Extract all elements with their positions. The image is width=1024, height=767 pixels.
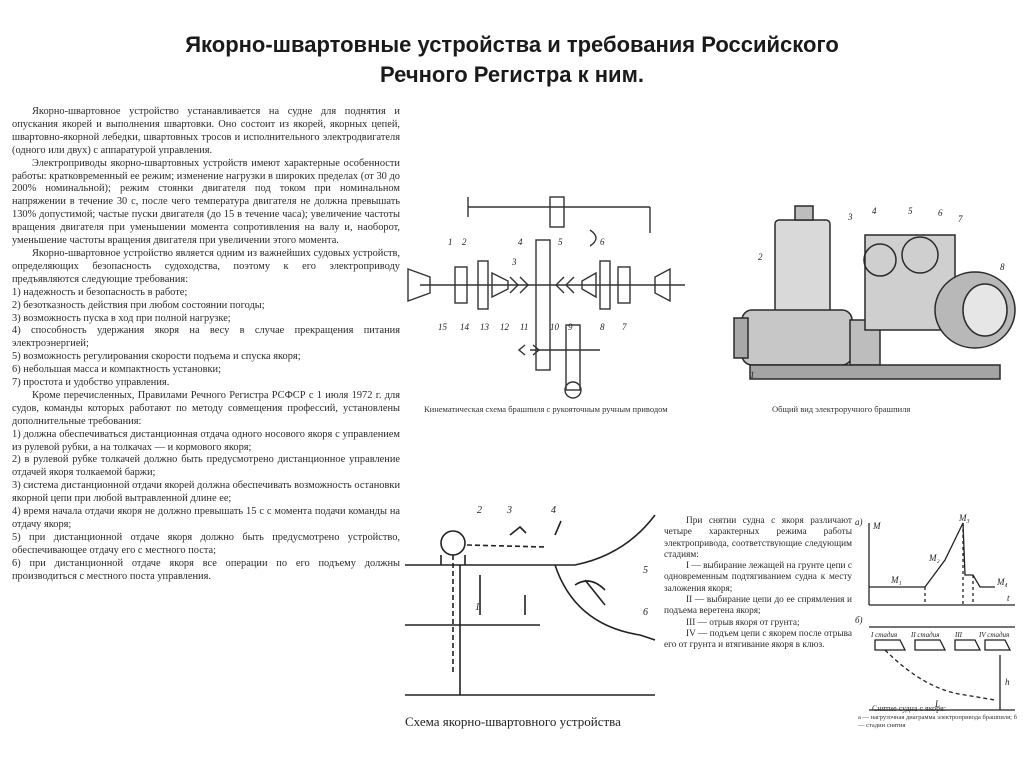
requirement-item: 6) небольшая масса и компактность устано…: [12, 364, 221, 376]
requirement-item: 4) время начала отдачи якоря не должно п…: [12, 506, 400, 530]
kinematic-scheme-caption: Кинематическая схема брашпиля с рукояточ…: [424, 404, 668, 414]
svg-text:1: 1: [750, 370, 755, 380]
axis-h-label: h: [1005, 677, 1010, 687]
title-line-1: Якорно-швартовные устройства и требовани…: [185, 32, 839, 57]
requirement-item: 5) при дистанционной отдаче якоря должно…: [12, 531, 400, 556]
svg-text:4: 4: [518, 237, 523, 247]
axis-m-label: M: [872, 521, 881, 531]
svg-text:11: 11: [520, 322, 528, 332]
svg-text:9: 9: [568, 322, 573, 332]
requirement-item: 1) надежность и безопасность в работе;: [12, 286, 188, 298]
paragraph: Электроприводы якорно-швартовных устройс…: [12, 157, 400, 247]
kinematic-scheme-figure: 15 14 13 12 11 10 9 8 7 6 5 4 3 21: [407, 196, 685, 399]
requirement-item: 4) способность удержания якоря на весу в…: [12, 325, 400, 350]
svg-text:10: 10: [550, 322, 560, 332]
anchor-device-scheme-figure: 2 3 4 5 6 1: [405, 505, 656, 696]
requirement-item: 6) при дистанционной отдаче якоря все оп…: [12, 557, 400, 582]
svg-text:3: 3: [506, 505, 512, 516]
svg-text:7: 7: [958, 214, 963, 224]
requirement-item: 3) возможность пуска в ход при полной на…: [12, 312, 231, 324]
svg-text:3: 3: [847, 212, 853, 222]
windlass-general-view-figure: 2 3 4 5 6 7 8 1: [733, 205, 1016, 380]
svg-text:5: 5: [643, 565, 648, 576]
paragraph: Якорно-швартовное устройство является од…: [12, 247, 400, 285]
svg-text:4: 4: [872, 206, 877, 216]
stage-label: II стадия: [910, 631, 939, 639]
paragraph: Якорно-швартовное устройство устанавлива…: [12, 106, 400, 156]
svg-text:13: 13: [480, 322, 490, 332]
requirement-item: 1) должна обеспечиваться дистанционная о…: [12, 428, 400, 453]
stages-intro: При снятии судна с якоря различают четыр…: [664, 516, 852, 560]
stage-item: II — выбирание цепи до ее спрямления и п…: [664, 595, 852, 617]
svg-text:2: 2: [462, 237, 467, 247]
svg-text:6: 6: [600, 237, 605, 247]
stage-item: I — выбирание лежащей на грунте цепи с о…: [664, 561, 852, 594]
title-line-2: Речного Регистра к ним.: [380, 62, 644, 87]
axis-t-label: t: [1007, 593, 1010, 603]
load-diagram-figure: а) M t M₁ M₂ M₃ M₄ б) I стадия II стадия…: [855, 513, 1015, 711]
svg-text:14: 14: [460, 322, 470, 332]
requirement-item: 2) в рулевой рубке толкачей должно быть …: [12, 454, 400, 479]
stage-label: IV стадия: [978, 631, 1009, 639]
svg-text:15: 15: [438, 322, 448, 332]
svg-text:5: 5: [558, 237, 563, 247]
anchor-stages-text: При снятии судна с якоря различают четыр…: [664, 516, 852, 652]
svg-text:7: 7: [622, 322, 627, 332]
paragraph: Кроме перечисленных, Правилами Речного Р…: [12, 389, 400, 427]
panel-a-label: а): [855, 517, 863, 527]
m1-label: M₁: [890, 575, 902, 585]
axis-l-label: L: [934, 699, 940, 709]
svg-text:1: 1: [448, 237, 453, 247]
svg-text:2: 2: [758, 252, 763, 262]
panel-b-label: б): [855, 615, 863, 625]
svg-text:6: 6: [643, 607, 648, 618]
page-title: Якорно-швартовные устройства и требовани…: [40, 30, 984, 90]
requirement-item: 7) простота и удобство управления.: [12, 377, 170, 389]
m2-label: M₂: [928, 553, 940, 563]
text-column: Якорно-швартовное устройство устанавлива…: [12, 106, 400, 646]
anchor-device-scheme-caption: Схема якорно-швартовного устройства: [405, 714, 621, 729]
svg-text:1: 1: [475, 602, 480, 613]
svg-text:12: 12: [500, 322, 510, 332]
svg-text:8: 8: [1000, 262, 1005, 272]
requirement-item: 3) система дистанционной отдачи якорей д…: [12, 480, 400, 505]
windlass-general-view-caption: Общий вид электроручного брашпиля: [772, 404, 911, 414]
stage-item: III — отрыв якоря от грунта;: [686, 617, 800, 628]
svg-text:3: 3: [511, 257, 517, 267]
svg-text:8: 8: [600, 322, 605, 332]
svg-text:4: 4: [551, 505, 556, 516]
stage-label: III: [954, 631, 963, 639]
m4-label: M₄: [996, 577, 1008, 587]
requirement-item: 5) возможность регулирования скорости по…: [12, 351, 301, 363]
requirement-item: 2) безотказность действия при любом сост…: [12, 299, 265, 311]
stage-item: IV — подъем цепи с якорем после отрыва е…: [664, 628, 852, 651]
stage-label: I стадия: [870, 631, 897, 639]
svg-text:5: 5: [908, 206, 913, 216]
m3-label: M₃: [958, 513, 970, 523]
svg-text:6: 6: [938, 208, 943, 218]
load-diagram-caption-body: а — нагрузочная диаграмма электропривода…: [858, 714, 1017, 729]
load-diagram-caption-title: Снятие судна с якоря:: [872, 704, 947, 713]
svg-text:2: 2: [477, 505, 482, 516]
